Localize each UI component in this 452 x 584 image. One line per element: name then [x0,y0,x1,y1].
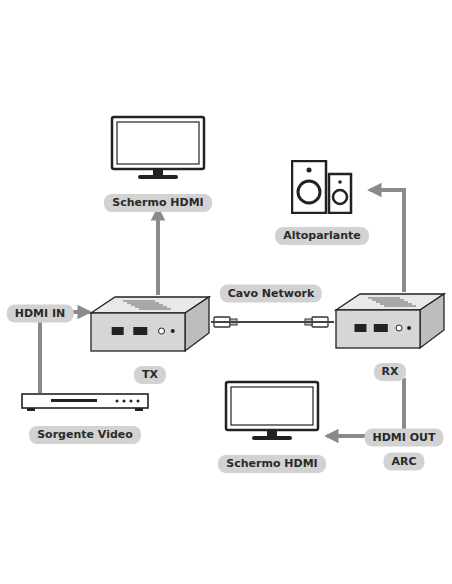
vent-slot [123,301,155,302]
connector [156,209,160,295]
monitor-neck [267,430,277,436]
connector [211,321,334,323]
monitor-frame [226,382,318,430]
connector [370,190,404,292]
vent-slot [127,303,159,304]
port [112,327,124,335]
woofer [333,190,347,204]
housing-side [420,294,444,348]
tweeter [338,180,342,184]
jack [396,325,402,331]
device-illustration [291,160,353,214]
housing-front [91,313,185,351]
foot [27,408,35,411]
led [407,326,411,330]
device-label: Schermo HDMI [104,194,211,212]
vent-slot [380,304,412,305]
monitor-frame [112,117,204,169]
speaker-cabinet [292,161,326,213]
label-holder: ARC [383,450,424,471]
disc-slot [51,399,97,402]
monitor-screen [231,387,313,425]
tweeter [307,168,312,173]
led [171,329,175,333]
device-node: TX [89,295,211,381]
device-node: Sorgente Video [21,393,149,441]
vent-slot [368,298,400,299]
device-label: Schermo HDMI [218,455,325,473]
port-label: ARC [383,453,424,471]
label-holder: Cavo Network [220,282,322,303]
jack [159,328,165,334]
monitor-base [252,436,292,440]
connection-label: Cavo Network [220,285,322,303]
monitor-screen [117,122,199,164]
label-row: TX [89,363,211,384]
housing-side [185,297,209,351]
monitor-base [138,175,178,179]
vent-slot [131,305,163,306]
label-holder: HDMI IN [7,302,74,323]
device-illustration [21,393,149,413]
woofer [298,181,320,203]
device-illustration [224,380,320,442]
label-holder: HDMI OUT [365,426,444,447]
connection-label: HDMI IN [7,305,74,323]
satellite-speaker [329,174,351,213]
device-label: Altoparlante [275,227,369,245]
port [133,327,147,335]
port [374,324,388,332]
connection-label: HDMI OUT [365,429,444,447]
device-node: Altoparlante [274,160,370,242]
device-node: Schermo HDMI [103,115,213,209]
player-body [22,394,148,408]
vent-slot [384,306,416,307]
device-illustration [110,115,206,181]
device-label: RX [374,363,407,381]
vent-slot [139,309,171,310]
device-illustration [89,295,211,353]
port [354,324,366,332]
button [137,400,140,403]
device-node: RX [334,292,446,378]
label-row: Schermo HDMI [103,191,213,212]
device-label: TX [134,366,166,384]
label-row: RX [334,360,446,381]
connector [40,312,89,393]
monitor-neck [153,169,163,175]
label-row: Schermo HDMI [217,452,327,473]
button [123,400,126,403]
device-node: Schermo HDMI [217,380,327,470]
vent-slot [376,302,408,303]
vent-slot [135,307,167,308]
vent-slot [372,300,404,301]
housing-front [336,310,420,348]
device-label: Sorgente Video [29,426,141,444]
button [130,400,133,403]
button [116,400,119,403]
label-row: Altoparlante [274,224,370,245]
foot [135,408,143,411]
device-illustration [334,292,446,350]
connector [327,378,404,436]
label-row: Sorgente Video [21,423,149,444]
